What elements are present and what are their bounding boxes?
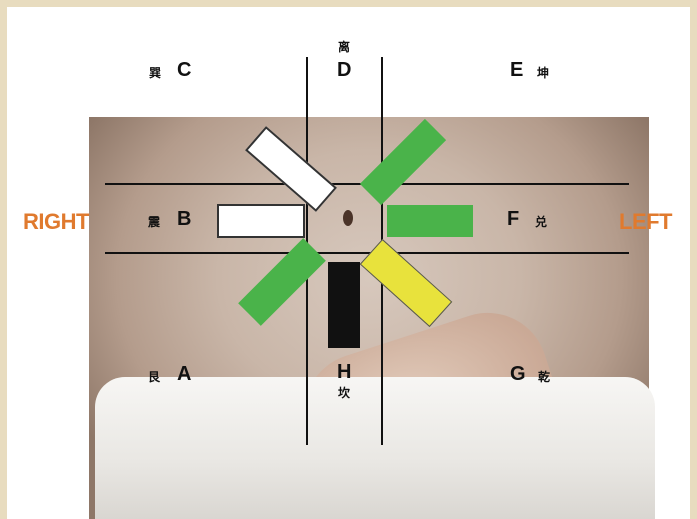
bar-green-right (387, 205, 473, 237)
diagram-panel: 巽 C 离 D E 坤 震 B F 兑 艮 A H 坎 G 乾 RIGHT LE… (7, 7, 690, 519)
zone-e-han: 坤 (537, 64, 549, 81)
navel-mark (343, 210, 353, 226)
zone-g-han: 乾 (538, 368, 550, 385)
left-side-label: LEFT (619, 209, 672, 235)
zone-a-letter: A (177, 363, 191, 386)
zone-b-letter: B (177, 208, 191, 231)
zone-d-letter: D (337, 59, 351, 82)
zone-h-han: 坎 (338, 384, 350, 401)
zone-a-han: 艮 (148, 368, 160, 385)
zone-c-han: 巽 (149, 64, 161, 81)
zone-h-letter: H (337, 361, 351, 384)
horizontal-line-bottom (105, 252, 629, 254)
zone-f-letter: F (507, 208, 519, 231)
bar-white-horizontal (217, 204, 305, 238)
zone-g-letter: G (510, 363, 526, 386)
zone-d-han: 离 (338, 38, 350, 55)
right-side-label: RIGHT (23, 209, 89, 235)
zone-b-han: 震 (148, 213, 160, 230)
bar-black-bottom (328, 262, 360, 348)
zone-f-han: 兑 (535, 213, 547, 230)
zone-c-letter: C (177, 59, 191, 82)
zone-e-letter: E (510, 59, 523, 82)
towel-shape (95, 377, 655, 519)
